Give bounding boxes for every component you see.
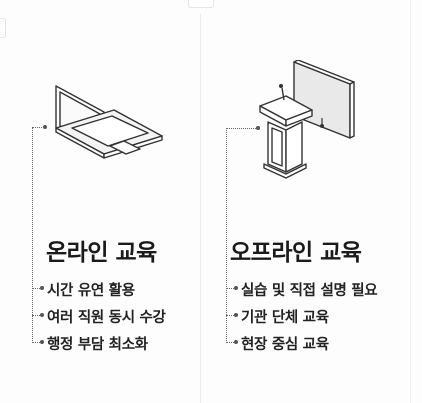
connector-dot	[43, 125, 47, 129]
connector-line	[226, 128, 256, 129]
connector-dot	[256, 126, 260, 130]
laptop-icon	[55, 85, 163, 159]
right-edge-divider	[410, 0, 411, 403]
offline-title: 오프라인 교육	[230, 240, 362, 266]
offline-item: 현장 중심 교육	[241, 337, 329, 353]
bullet-dot	[40, 286, 44, 290]
connector-line	[32, 127, 33, 343]
offline-item: 실습 및 직접 설명 필요	[241, 283, 378, 299]
bullet-dot	[234, 340, 238, 344]
bullet-tick	[32, 315, 42, 316]
bullet-tick	[226, 315, 236, 316]
bullet-dot	[40, 313, 44, 317]
online-title: 온라인 교육	[46, 240, 157, 266]
online-item: 여러 직원 동시 수강	[47, 310, 166, 326]
left-tab-handle	[0, 18, 6, 38]
bullet-tick	[226, 288, 236, 289]
bullet-dot	[40, 340, 44, 344]
bullet-tick	[32, 342, 42, 343]
bullet-tick	[32, 288, 42, 289]
lectern-screen-icon	[259, 60, 355, 179]
bullet-tick	[226, 342, 236, 343]
connector-line	[32, 127, 44, 128]
online-item: 시간 유연 활용	[47, 283, 135, 299]
offline-item: 기관 단체 교육	[241, 310, 329, 326]
top-tab-handle	[188, 0, 214, 8]
connector-line	[226, 128, 227, 343]
bullet-dot	[234, 313, 238, 317]
column-divider	[200, 14, 201, 403]
bullet-dot	[234, 286, 238, 290]
online-item: 행정 부담 최소화	[47, 337, 148, 353]
